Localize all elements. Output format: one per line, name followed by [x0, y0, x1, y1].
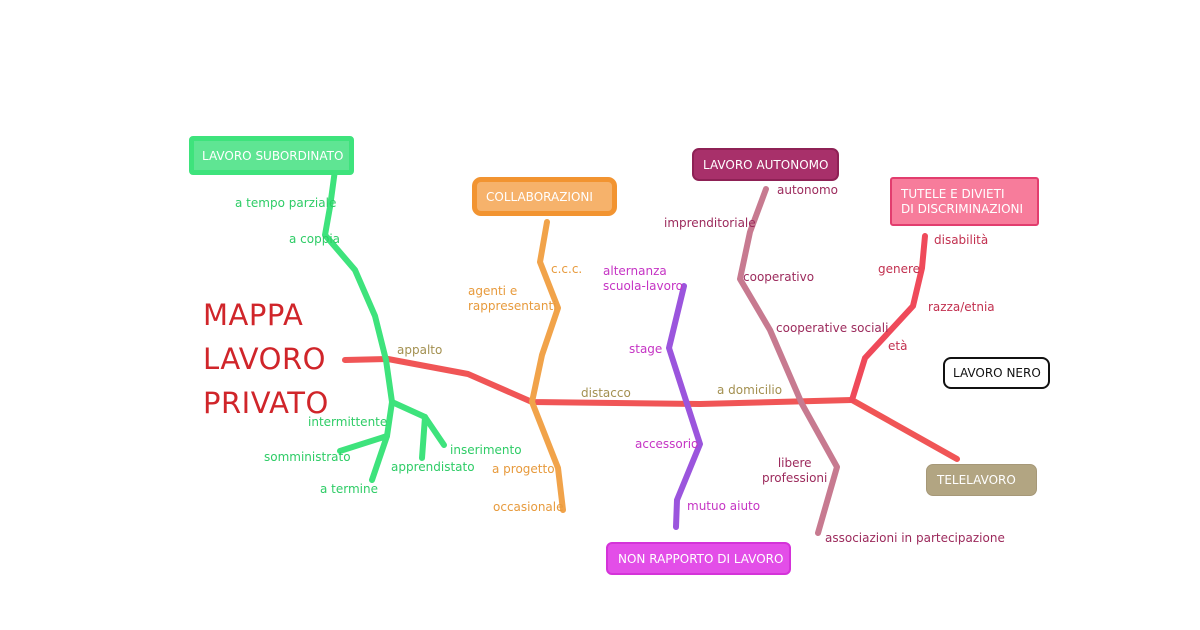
label-cooperativo: cooperativo [743, 270, 815, 284]
node-label: COLLABORAZIONI [486, 189, 593, 204]
label-a-tempo-parziale: a tempo parziale [235, 196, 337, 210]
label-associazioni-in-partecipazione: associazioni in partecipazione [825, 531, 1005, 545]
label-occasionale: occasionale [493, 500, 564, 514]
autonomo-branch [737, 186, 840, 536]
node-lavoro-nero[interactable]: LAVORO NERO [943, 357, 1050, 389]
label-a-domicilio: a domicilio [717, 383, 783, 397]
label-distacco: distacco [581, 386, 631, 400]
node-telelavoro[interactable]: TELELAVORO [926, 464, 1037, 496]
node-lavoro-autonomo[interactable]: LAVORO AUTONOMO [692, 148, 839, 181]
label-cooperative-sociali: cooperative sociali [776, 321, 889, 335]
label-imprenditoriale: imprenditoriale [664, 216, 756, 230]
label-genere: genere [878, 262, 921, 276]
label-accessorio: accessorio [635, 437, 699, 451]
node-tutele[interactable]: TUTELE E DIVIETI DI DISCRIMINAZIONI [890, 177, 1039, 226]
label-a-coppia: a coppia [289, 232, 341, 246]
node-collaborazioni[interactable]: COLLABORAZIONI [472, 177, 617, 216]
label-somministrato: somministrato [264, 450, 351, 464]
node-label: NON RAPPORTO DI LAVORO [618, 551, 784, 566]
non-rapporto-branch [666, 283, 703, 530]
main-spine-line [342, 356, 855, 407]
node-label: TUTELE E DIVIETI DI DISCRIMINAZIONI [901, 186, 1024, 216]
node-lavoro-subordinato[interactable]: LAVORO SUBORDINATO [189, 136, 354, 175]
label-intermittente: intermittente [308, 415, 388, 429]
node-label: LAVORO AUTONOMO [703, 157, 829, 172]
label-a-progetto: a progetto [492, 462, 555, 476]
node-non-rapporto-di-lavoro[interactable]: NON RAPPORTO DI LAVORO [606, 542, 791, 575]
label-disabilita: disabilità [934, 233, 989, 247]
label-libere-professioni: libere professioni [762, 456, 828, 485]
label-apprendistato: apprendistato [391, 460, 475, 474]
label-autonomo: autonomo [777, 183, 838, 197]
label-mutuo-aiuto: mutuo aiuto [687, 499, 761, 513]
node-label: LAVORO SUBORDINATO [202, 148, 344, 163]
title-line: PRIVATO [203, 386, 329, 420]
label-appalto: appalto [397, 343, 443, 357]
node-label: LAVORO NERO [953, 366, 1041, 380]
map-title: MAPPA LAVORO PRIVATO [203, 293, 329, 425]
label-eta: età [888, 339, 908, 353]
title-line: MAPPA [203, 298, 304, 332]
telelavoro-branch [849, 397, 960, 462]
label-ccc: c.c.c. [551, 262, 583, 276]
label-razza-etnia: razza/etnia [928, 300, 995, 314]
node-label: TELELAVORO [937, 473, 1016, 487]
label-inserimento: inserimento [450, 443, 522, 457]
subordinato-branch [322, 167, 447, 483]
label-stage: stage [629, 342, 663, 356]
label-agenti-e-rappresentanti: agenti e rappresentanti [468, 284, 557, 313]
collaborazioni-branch [529, 219, 566, 513]
label-a-termine: a termine [320, 482, 378, 496]
title-line: LAVORO [203, 342, 326, 376]
label-alternanza-scuola-lavoro: alternanza scuola-lavoro [603, 264, 683, 293]
tutele-branch [849, 233, 928, 403]
